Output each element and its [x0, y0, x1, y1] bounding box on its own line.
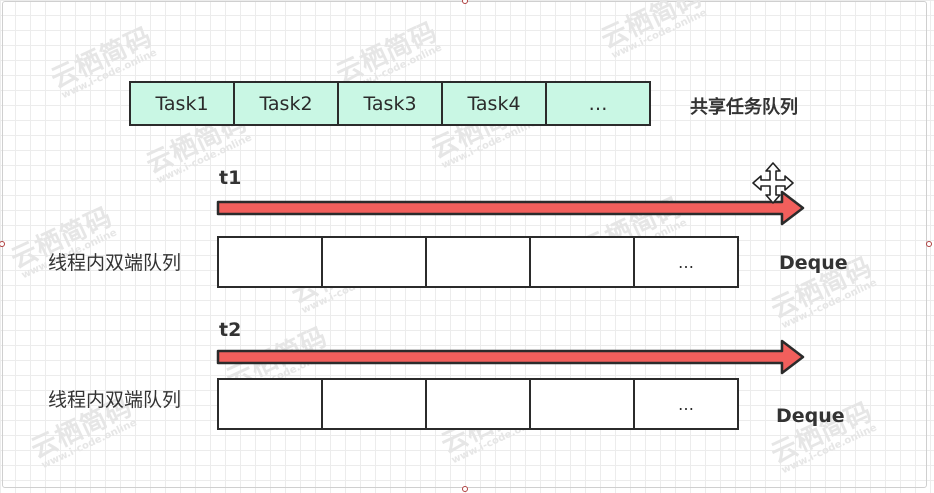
- deque-slot[interactable]: [217, 378, 323, 430]
- task-cell-ellipsis[interactable]: …: [545, 81, 651, 126]
- deque-slot[interactable]: [425, 236, 531, 288]
- thread-t1-deque[interactable]: …: [217, 236, 739, 288]
- thread-t1-deque-type: Deque: [779, 252, 848, 274]
- deque-slot-ellipsis[interactable]: …: [633, 378, 739, 430]
- selection-handle-left[interactable]: [0, 241, 5, 247]
- deque-slot[interactable]: [321, 378, 427, 430]
- thread-t2-label: t2: [219, 319, 242, 341]
- deque-slot[interactable]: [425, 378, 531, 430]
- deque-slot[interactable]: [529, 236, 635, 288]
- task-cell[interactable]: Task3: [337, 81, 443, 126]
- deque-slot[interactable]: [321, 236, 427, 288]
- selection-handle-top[interactable]: [462, 0, 468, 4]
- thread-t1-deque-label: 线程内双端队列: [48, 252, 182, 274]
- thread-t2-deque-type: Deque: [776, 405, 845, 427]
- selection-handle-right[interactable]: [926, 241, 932, 247]
- thread-t2-arrow[interactable]: [214, 337, 814, 377]
- thread-t2-deque-label: 线程内双端队列: [48, 389, 182, 411]
- deque-slot[interactable]: [529, 378, 635, 430]
- thread-t1-arrow[interactable]: [214, 188, 814, 228]
- thread-t2-deque[interactable]: …: [217, 378, 739, 430]
- task-cell[interactable]: Task1: [129, 81, 235, 126]
- deque-slot[interactable]: [217, 236, 323, 288]
- task-cell[interactable]: Task2: [233, 81, 339, 126]
- task-cell[interactable]: Task4: [441, 81, 547, 126]
- selection-handle-bottom[interactable]: [462, 486, 468, 492]
- move-cursor-icon: [752, 162, 794, 204]
- shared-task-queue[interactable]: Task1 Task2 Task3 Task4 …: [129, 81, 651, 126]
- deque-slot-ellipsis[interactable]: …: [633, 236, 739, 288]
- thread-t1-label: t1: [219, 167, 242, 189]
- shared-queue-label: 共享任务队列: [690, 97, 798, 118]
